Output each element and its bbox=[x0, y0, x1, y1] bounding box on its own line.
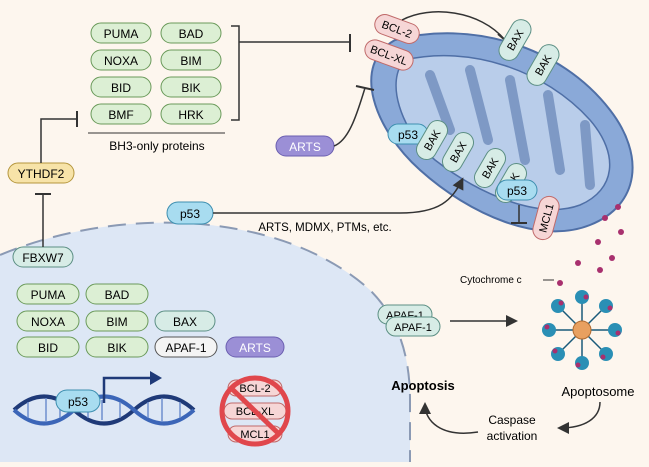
bcl2-inhibit-line bbox=[401, 11, 506, 41]
bh3-only-group: PUMA BAD NOXA BIM BID BIK BMF HRK bbox=[88, 22, 351, 153]
nuc-label: BAD bbox=[105, 288, 130, 302]
blocked-label: BCL-2 bbox=[239, 383, 270, 395]
p53-label: p53 bbox=[68, 395, 88, 409]
bh3-label: PUMA bbox=[104, 27, 139, 41]
bh3-item-bim: BIM bbox=[160, 49, 222, 71]
bh3-item-noxa: NOXA bbox=[90, 49, 152, 71]
ythdf2-label: YTHDF2 bbox=[18, 167, 65, 181]
bh3-item-bad: BAD bbox=[160, 22, 222, 44]
nuc-label: BIM bbox=[106, 315, 127, 329]
nuc-p53-node: p53 bbox=[55, 389, 101, 413]
nuclear-envelope bbox=[0, 221, 411, 462]
nuc-label: PUMA bbox=[31, 288, 66, 302]
arts-cyto-node: ARTS bbox=[275, 135, 335, 157]
nuc-item-bad: BAD bbox=[85, 283, 149, 305]
p53-activation-arrow bbox=[213, 177, 464, 214]
nuc-item-puma: PUMA bbox=[16, 283, 80, 305]
bh3-inhibit-line bbox=[231, 25, 350, 121]
prohibit-slash bbox=[229, 386, 281, 436]
nuc-label: BID bbox=[38, 341, 58, 355]
mito-bak-low: BAK bbox=[474, 147, 506, 189]
cytochrome-label: Cytochrome c bbox=[460, 275, 522, 286]
bh3-label: NOXA bbox=[104, 54, 138, 68]
arts-inhibit-line bbox=[333, 87, 366, 147]
mitochondrion bbox=[370, 32, 634, 233]
nuc-label: BAX bbox=[173, 315, 197, 329]
caspase-label: Caspase bbox=[488, 413, 536, 427]
nuc-item-bax: BAX bbox=[154, 310, 216, 332]
bh3-label: BMF bbox=[108, 108, 133, 122]
nuc-item-arts: ARTS bbox=[225, 336, 285, 358]
bh3-caption: BH3-only proteins bbox=[109, 139, 204, 153]
apoptosome-to-caspase bbox=[557, 401, 601, 434]
mito-bak-mid: BAK bbox=[416, 119, 448, 161]
p53-label: p53 bbox=[507, 184, 527, 198]
cytochrome-c-dots bbox=[557, 204, 624, 286]
p53-label: p53 bbox=[180, 207, 200, 221]
bh3-item-bid: BID bbox=[90, 76, 152, 98]
bh3-label: BIM bbox=[180, 54, 201, 68]
prohibit-icon bbox=[219, 375, 291, 447]
bh3-item-puma: PUMA bbox=[90, 22, 152, 44]
nuc-label: BIK bbox=[107, 341, 126, 355]
bh3-item-hrk: HRK bbox=[160, 103, 222, 125]
apaf1-label: APAF-1 bbox=[394, 322, 432, 334]
nuc-item-bik: BIK bbox=[85, 336, 149, 358]
mito-p53-a: p53 bbox=[387, 123, 429, 145]
blocked-label: MCL1 bbox=[240, 429, 269, 441]
nuc-item-noxa: NOXA bbox=[16, 310, 80, 332]
nuc-label: APAF-1 bbox=[165, 341, 206, 355]
bh3-label: BID bbox=[111, 81, 131, 95]
apaf1-stack: APAF-1 APAF-1 bbox=[377, 304, 441, 337]
nuc-label: NOXA bbox=[31, 315, 65, 329]
nuc-item-bid: BID bbox=[16, 336, 80, 358]
mito-bax-mid: BAX bbox=[442, 131, 474, 173]
mito-bax-top: BAX bbox=[498, 19, 532, 61]
transcription-arrowhead bbox=[150, 371, 162, 385]
arts-label: ARTS bbox=[289, 140, 321, 154]
mito-p53-b: p53 bbox=[496, 179, 538, 201]
bh3-item-bik: BIK bbox=[160, 76, 222, 98]
bh3-label: BAD bbox=[179, 27, 204, 41]
bh3-item-bmf: BMF bbox=[90, 103, 152, 125]
p53-path-label: ARTS, MDMX, PTMs, etc. bbox=[258, 222, 391, 234]
mito-mcl1: MCL1 bbox=[532, 195, 560, 241]
fbxw7-label: FBXW7 bbox=[22, 251, 64, 265]
apoptosome-graphic bbox=[542, 290, 622, 370]
activation-label: activation bbox=[487, 429, 538, 443]
transcription-arrow bbox=[102, 376, 150, 403]
p53-label: p53 bbox=[398, 128, 418, 142]
ythdf2-node: YTHDF2 bbox=[7, 162, 75, 184]
bh3-label: HRK bbox=[178, 108, 203, 122]
nuc-label: ARTS bbox=[239, 341, 271, 355]
apoptosome-label: Apoptosome bbox=[562, 384, 635, 399]
bh3-label: BIK bbox=[181, 81, 200, 95]
mito-bcl2: BCL-2 bbox=[374, 14, 420, 44]
fbxw7-node: FBXW7 bbox=[12, 246, 74, 268]
inhibit-bar bbox=[355, 85, 375, 91]
nuc-item-apaf1: APAF-1 bbox=[154, 336, 218, 358]
blocked-targets: BCL-2 BCL-XL MCL1 bbox=[219, 375, 291, 447]
p53-cyto-node: p53 bbox=[166, 201, 214, 225]
caspase-to-apoptosis bbox=[419, 402, 479, 434]
apoptosis-label: Apoptosis bbox=[391, 378, 455, 393]
mito-bak-top: BAK bbox=[526, 44, 560, 86]
nuc-item-bim: BIM bbox=[85, 310, 149, 332]
nuclear-targets: PUMA BAD NOXA BIM BID BIK BAX APAF-1 bbox=[16, 283, 285, 358]
ythdf2-inhibit-line bbox=[40, 118, 76, 163]
